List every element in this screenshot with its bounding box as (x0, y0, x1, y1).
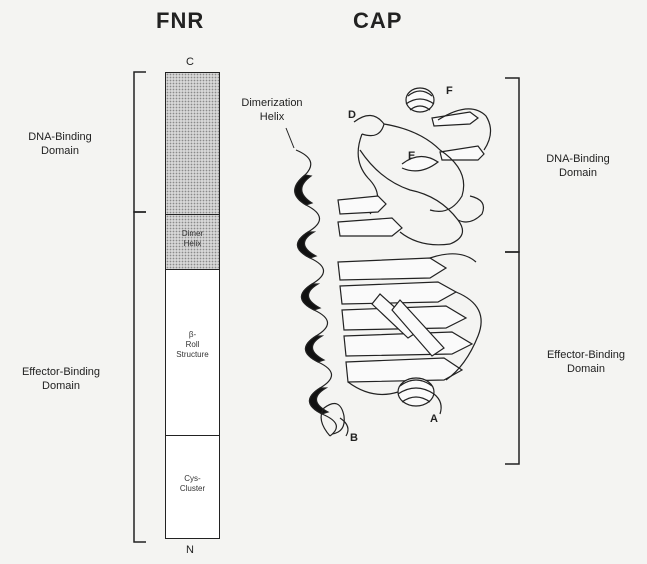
cap-effector-binding-bracket (505, 252, 519, 464)
cap-dna-binding-bracket (505, 78, 519, 252)
dimerization-leader-line (286, 128, 294, 148)
cap-effector-binding-ribbons (338, 254, 481, 414)
fnr-effector-binding-bracket (134, 212, 146, 542)
fnr-dna-binding-bracket (134, 72, 146, 212)
cap-dna-binding-ribbons (338, 88, 491, 245)
dimerization-helix-ribbon (295, 150, 337, 436)
